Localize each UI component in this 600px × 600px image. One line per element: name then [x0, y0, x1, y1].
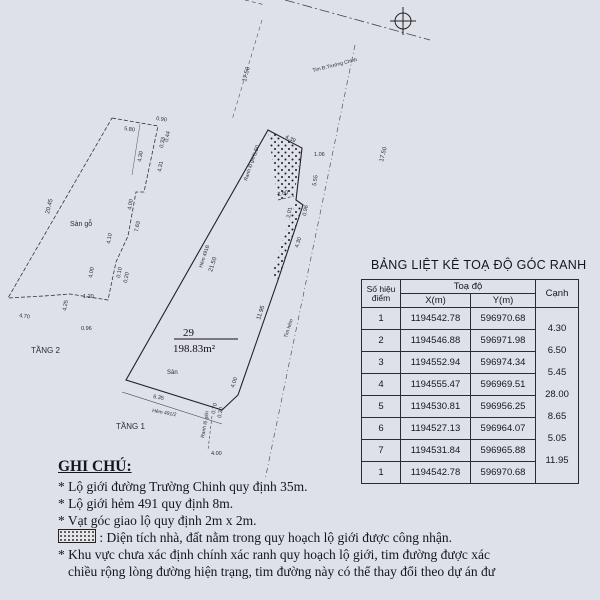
- floor2-floor-label: Sàn gỗ: [70, 219, 92, 228]
- coord-table-title: BẢNG LIỆT KÊ TOẠ ĐỘ GÓC RANH: [371, 258, 587, 272]
- dim-f2-bottom: 4.70: [19, 313, 30, 320]
- edge-value: 5.45: [547, 367, 567, 378]
- edge-value: 11.95: [545, 455, 569, 466]
- dim-f1-foot: 4.00: [211, 451, 222, 457]
- head-edge: Cạnh: [535, 279, 579, 308]
- dim-f1-top: 4.39: [284, 134, 296, 144]
- dim-f2-notch-2: 0.33: [159, 137, 167, 149]
- dim-f1-top-l: 5.50: [252, 145, 261, 157]
- lot-outline: [125, 129, 304, 411]
- dim-f2-small-1: 0.10: [116, 267, 124, 279]
- head-y: Y(m): [470, 293, 536, 308]
- boundary-label-2: Ranh lộ giới: [200, 411, 211, 439]
- dim-f1-bottom-r: 4.00: [230, 377, 239, 389]
- note-line-1: * Lộ giới đường Trường Chinh quy định 35…: [58, 479, 308, 494]
- edge-value: 8.65: [547, 411, 567, 422]
- hatched-strip: [271, 200, 303, 280]
- dim-f1-small-2: 0.30: [217, 407, 225, 419]
- dim-f1-long-r: 11.95: [256, 304, 266, 320]
- note-line-5: * Khu vực chưa xác định chính xác ranh q…: [58, 547, 490, 562]
- dim-f1-side-3: 2.01: [286, 207, 294, 219]
- dim-f1-side-5: 4.30: [294, 237, 303, 249]
- hatch-legend-text: : Diện tích nhà, đất nằm trong quy hoạch…: [99, 530, 453, 545]
- note-line-6: chiều rộng lòng đường hiện trạng, tim đư…: [68, 564, 496, 579]
- dim-f2-small-4: 4.25: [62, 300, 70, 312]
- dim-f2-side-2: 4.31: [157, 161, 165, 173]
- hatched-area: [268, 130, 302, 200]
- road-offset-line-right: [264, 44, 356, 481]
- north-arrow-icon: [390, 7, 416, 35]
- alley-center-label: Tim hẻm: [283, 318, 295, 338]
- dim-f1-side-1: 5.55: [312, 175, 319, 186]
- head-point: Số hiệu điểm: [361, 279, 401, 308]
- note-line-3: * Vạt góc giao lộ quy định 2m x 2m.: [58, 513, 257, 528]
- head-coord: Toạ độ: [400, 279, 536, 294]
- lot-area: 198.83m²: [173, 343, 216, 355]
- dim-f1-side-4: 0.96: [302, 205, 310, 217]
- edge-value: 28.00: [545, 389, 569, 400]
- dim-f2-mid-2: 4.10: [106, 233, 114, 245]
- dim-f2-mid-1: 4.00: [127, 199, 135, 211]
- dim-f2-mid-4: 4.00: [88, 267, 96, 279]
- floor2-label: TẦNG 2: [31, 345, 60, 355]
- dim-f2-small-2: 0.20: [123, 272, 131, 284]
- street-label-1: Hẻm 491/2: [152, 408, 177, 418]
- floor1-floor-label: Sân: [167, 370, 178, 376]
- notes-heading: GHI CHÚ:: [58, 458, 132, 475]
- edge-value: 5.05: [547, 433, 567, 444]
- boundary-label-1: Ranh lộ giới: [243, 154, 257, 181]
- dim-road-offset-right: 17.50: [379, 146, 389, 163]
- floor1-label: TẦNG 1: [116, 421, 145, 431]
- edge-value: 6.50: [547, 345, 567, 356]
- head-x: X(m): [400, 293, 471, 308]
- dim-f1-long-l: 21.50: [208, 256, 219, 273]
- dim-f2-top: 5.80: [124, 126, 135, 133]
- dim-f2-side-1: 4.30: [137, 151, 145, 163]
- floor2-outline: [7, 117, 159, 301]
- lot-number: 29: [183, 327, 195, 339]
- dim-f2-top-b: 0.90: [156, 116, 167, 123]
- dim-f2-left: 20.45: [45, 198, 55, 215]
- road-boundary-dashed: [244, 0, 266, 6]
- dim-road-offset-left: 17.50: [242, 66, 252, 83]
- note-line-4: : Diện tích nhà, đất nằm trong quy hoạch…: [58, 529, 600, 546]
- boundary-line: [277, 195, 295, 201]
- dim-f1-small-1: 0.70: [211, 403, 219, 415]
- dim-f2-bottom-b: 0.96: [81, 326, 92, 332]
- road-offset-line-left: [231, 19, 263, 121]
- dim-f1-bottom: 6.35: [153, 394, 165, 402]
- notes-section: GHI CHÚ: * Lộ giới đường Trường Chinh qu…: [58, 458, 600, 580]
- note-line-2: * Lộ giới hẻm 491 quy định 8m.: [58, 496, 234, 511]
- road-label: Tim Đ.Trường Chinh: [312, 57, 358, 74]
- road-centerline: [284, 0, 431, 41]
- dim-f2-small-3: 1.20: [83, 294, 94, 300]
- edge-value: 4.30: [547, 323, 567, 335]
- dim-f1-side-2: 2.60: [277, 190, 289, 198]
- hatch-legend-icon: [58, 529, 96, 543]
- dim-f2-mid-3: 7.63: [134, 221, 142, 233]
- dim-f1-top-r: 1.06: [314, 152, 325, 158]
- dim-f2-notch-1: 0.44: [164, 131, 172, 143]
